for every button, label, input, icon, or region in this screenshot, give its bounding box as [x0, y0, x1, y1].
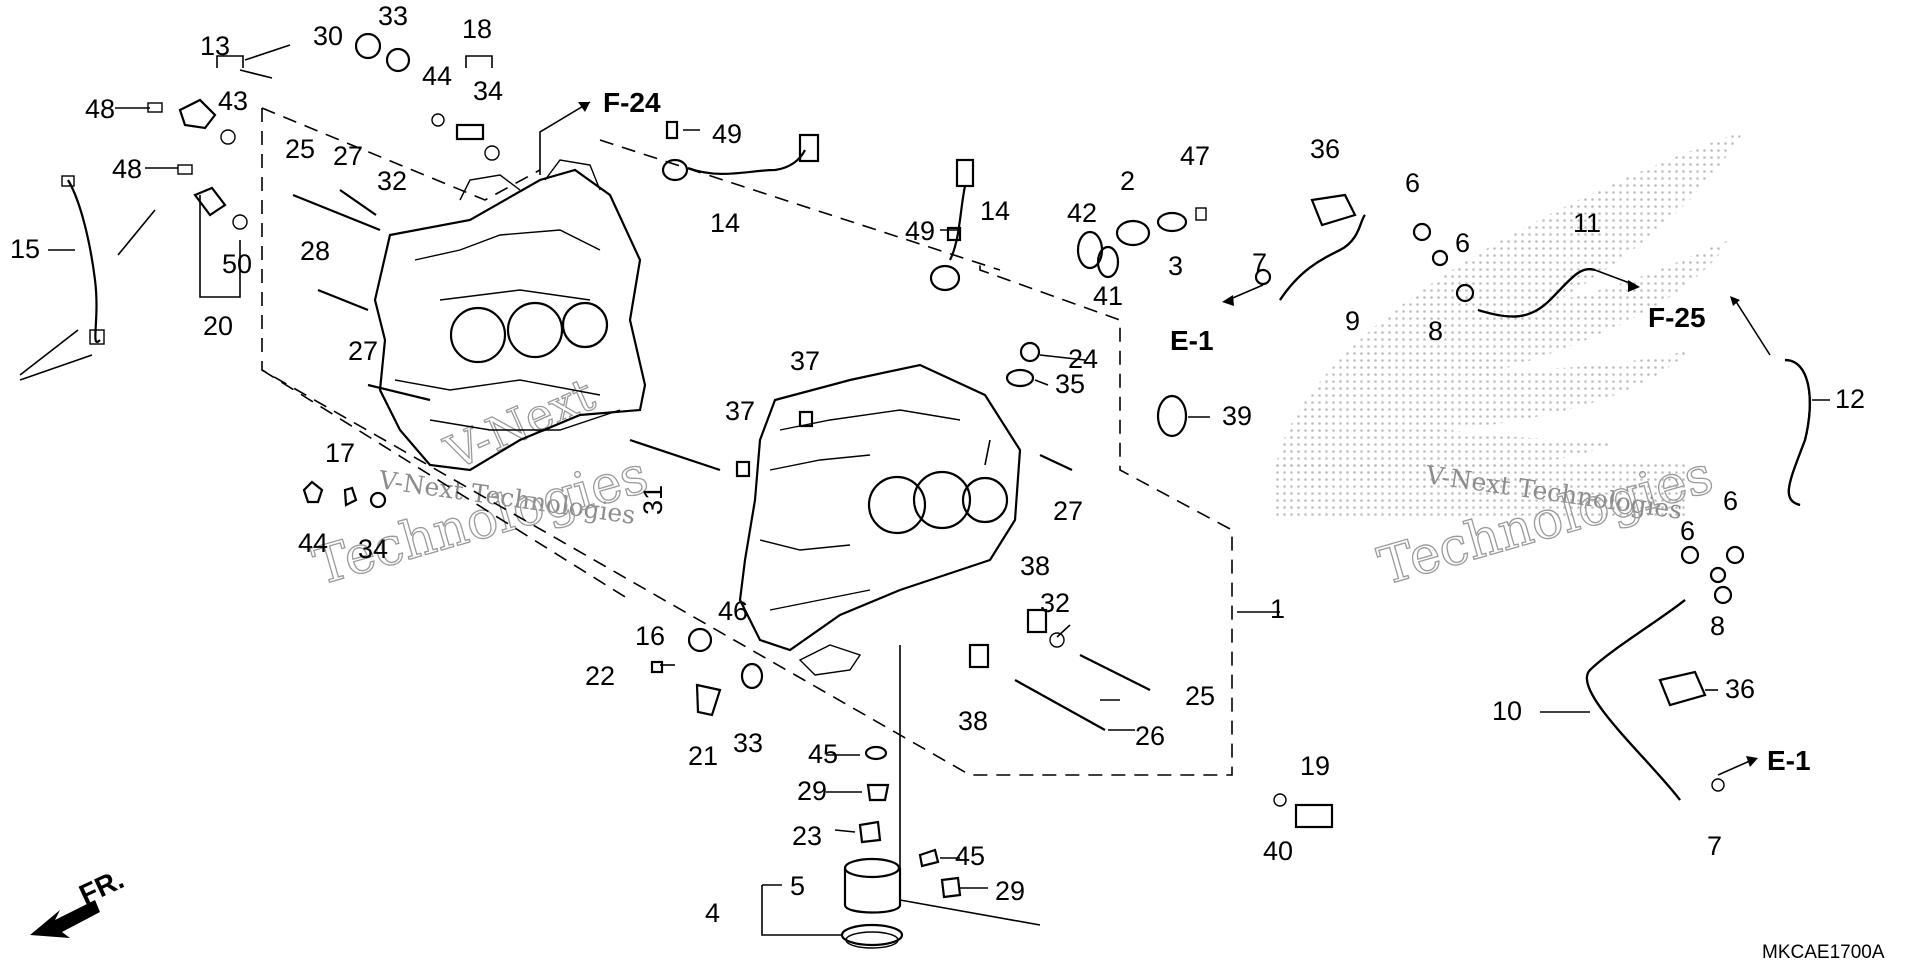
leader-lines: [19, 44, 1830, 938]
callout-15: 15: [10, 234, 40, 264]
callout-33: 33: [733, 728, 763, 758]
callout-36: 36: [1310, 134, 1340, 164]
callout-40: 40: [1263, 836, 1293, 866]
callout-7: 7: [1707, 831, 1722, 861]
callout-17: 17: [325, 438, 355, 468]
callout-34: 34: [358, 534, 388, 564]
callout-49: 49: [905, 216, 935, 246]
callout-41: 41: [1093, 281, 1123, 311]
callout-45: 45: [955, 841, 985, 871]
callout-24: 24: [1068, 344, 1098, 374]
reference-e1-bottom: E-1: [1767, 745, 1811, 776]
hoses: [1279, 214, 1811, 801]
cross-references: F-24 F-25 E-1 E-1: [603, 87, 1811, 776]
callout-42: 42: [1067, 198, 1097, 228]
callout-6: 6: [1723, 486, 1738, 516]
callout-6: 6: [1455, 228, 1470, 258]
callout-37: 37: [725, 396, 755, 426]
callout-6: 6: [1680, 516, 1695, 546]
callout-44: 44: [298, 528, 328, 558]
callout-34: 34: [473, 76, 503, 106]
callout-21: 21: [688, 741, 718, 771]
callout-8: 8: [1710, 611, 1725, 641]
callout-25: 25: [285, 134, 315, 164]
front-direction-label: FR.: [74, 863, 128, 910]
callout-3: 3: [1168, 251, 1183, 281]
callout-39: 39: [1222, 401, 1252, 431]
callout-37: 37: [790, 346, 820, 376]
callout-6: 6: [1405, 168, 1420, 198]
callout-31: 31: [638, 485, 668, 515]
reference-e1-top: E-1: [1170, 325, 1214, 356]
callout-25: 25: [1185, 681, 1215, 711]
callout-1: 1: [1270, 594, 1285, 624]
callout-45: 45: [808, 739, 838, 769]
callout-28: 28: [300, 236, 330, 266]
callout-43: 43: [218, 86, 248, 116]
lower-crankcase: [738, 363, 1022, 676]
callout-9: 9: [1345, 306, 1360, 336]
callout-30: 30: [313, 21, 343, 51]
callout-12: 12: [1835, 384, 1865, 414]
callout-50: 50: [222, 249, 252, 279]
upper-crankcase: [373, 159, 647, 472]
callout-48: 48: [85, 94, 115, 124]
callout-19: 19: [1300, 751, 1330, 781]
callout-32: 32: [377, 166, 407, 196]
callout-7: 7: [1252, 248, 1267, 278]
callout-23: 23: [792, 821, 822, 851]
reference-f25: F-25: [1648, 302, 1706, 333]
small-parts: [61, 32, 1745, 949]
callout-47: 47: [1180, 141, 1210, 171]
callout-11: 11: [1573, 208, 1601, 238]
callout-14: 14: [710, 208, 740, 238]
callout-8: 8: [1428, 316, 1443, 346]
callout-38: 38: [1020, 551, 1050, 581]
callout-14: 14: [980, 196, 1010, 226]
part-callouts: 1 2 3 4 5 6 6 6 6 7 7 8 8 9 10 11 12 13 …: [10, 1, 1865, 928]
callout-27: 27: [333, 141, 363, 171]
callout-18: 18: [462, 14, 492, 44]
brand-wing-emblem-background: [1275, 130, 1745, 517]
callout-27: 27: [348, 336, 378, 366]
callout-20: 20: [203, 311, 233, 341]
reference-f24: F-24: [603, 87, 661, 118]
callout-2: 2: [1120, 166, 1135, 196]
callout-32: 32: [1040, 588, 1070, 618]
callout-22: 22: [585, 661, 615, 691]
callout-49: 49: [712, 119, 742, 149]
callout-26: 26: [1135, 721, 1165, 751]
diagram-code: MKCAE1700A: [1762, 942, 1885, 960]
callout-29: 29: [995, 876, 1025, 906]
callout-5: 5: [790, 871, 805, 901]
callout-35: 35: [1055, 369, 1085, 399]
callout-27: 27: [1053, 496, 1083, 526]
callout-16: 16: [635, 621, 665, 651]
callout-10: 10: [1492, 696, 1522, 726]
callout-38: 38: [958, 706, 988, 736]
callout-48: 48: [112, 154, 142, 184]
callout-33: 33: [378, 1, 408, 31]
callout-29: 29: [797, 776, 827, 806]
callout-44: 44: [422, 61, 452, 91]
callout-4: 4: [705, 898, 720, 928]
callout-46: 46: [718, 596, 748, 626]
callout-36: 36: [1725, 674, 1755, 704]
callout-13: 13: [200, 31, 230, 61]
